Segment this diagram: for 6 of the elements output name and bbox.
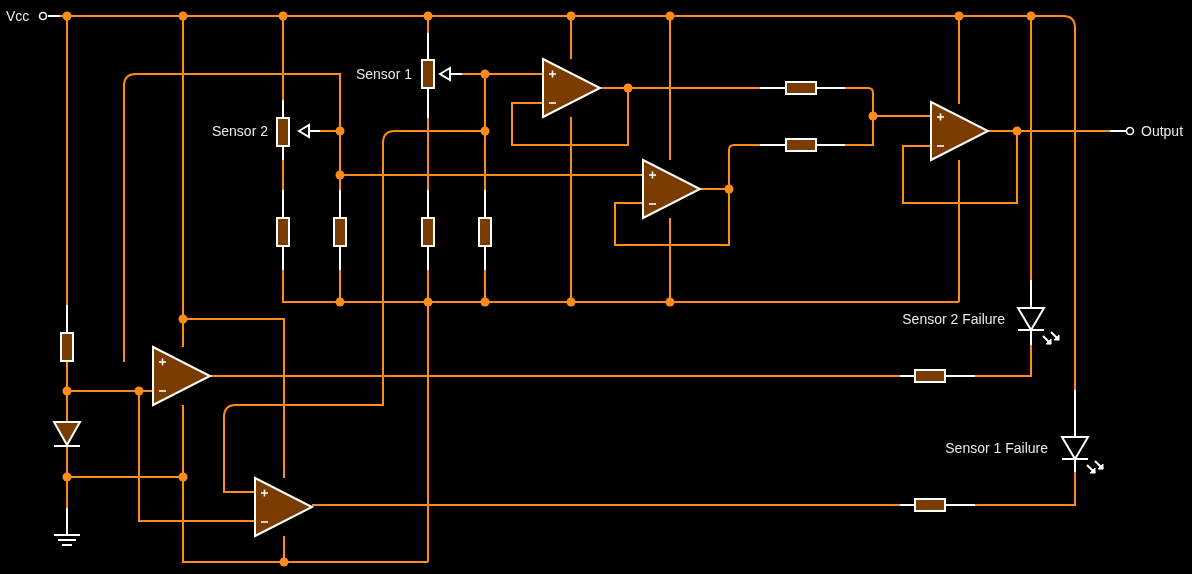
component-label: Output: [1141, 123, 1184, 139]
component-label: Sensor 2 Failure: [902, 311, 1005, 327]
component-label: Vcc: [6, 8, 30, 24]
component-label: Sensor 1: [355, 66, 412, 82]
component-label: Sensor 1 Failure: [945, 440, 1048, 456]
component-label: Sensor 2: [211, 123, 268, 139]
